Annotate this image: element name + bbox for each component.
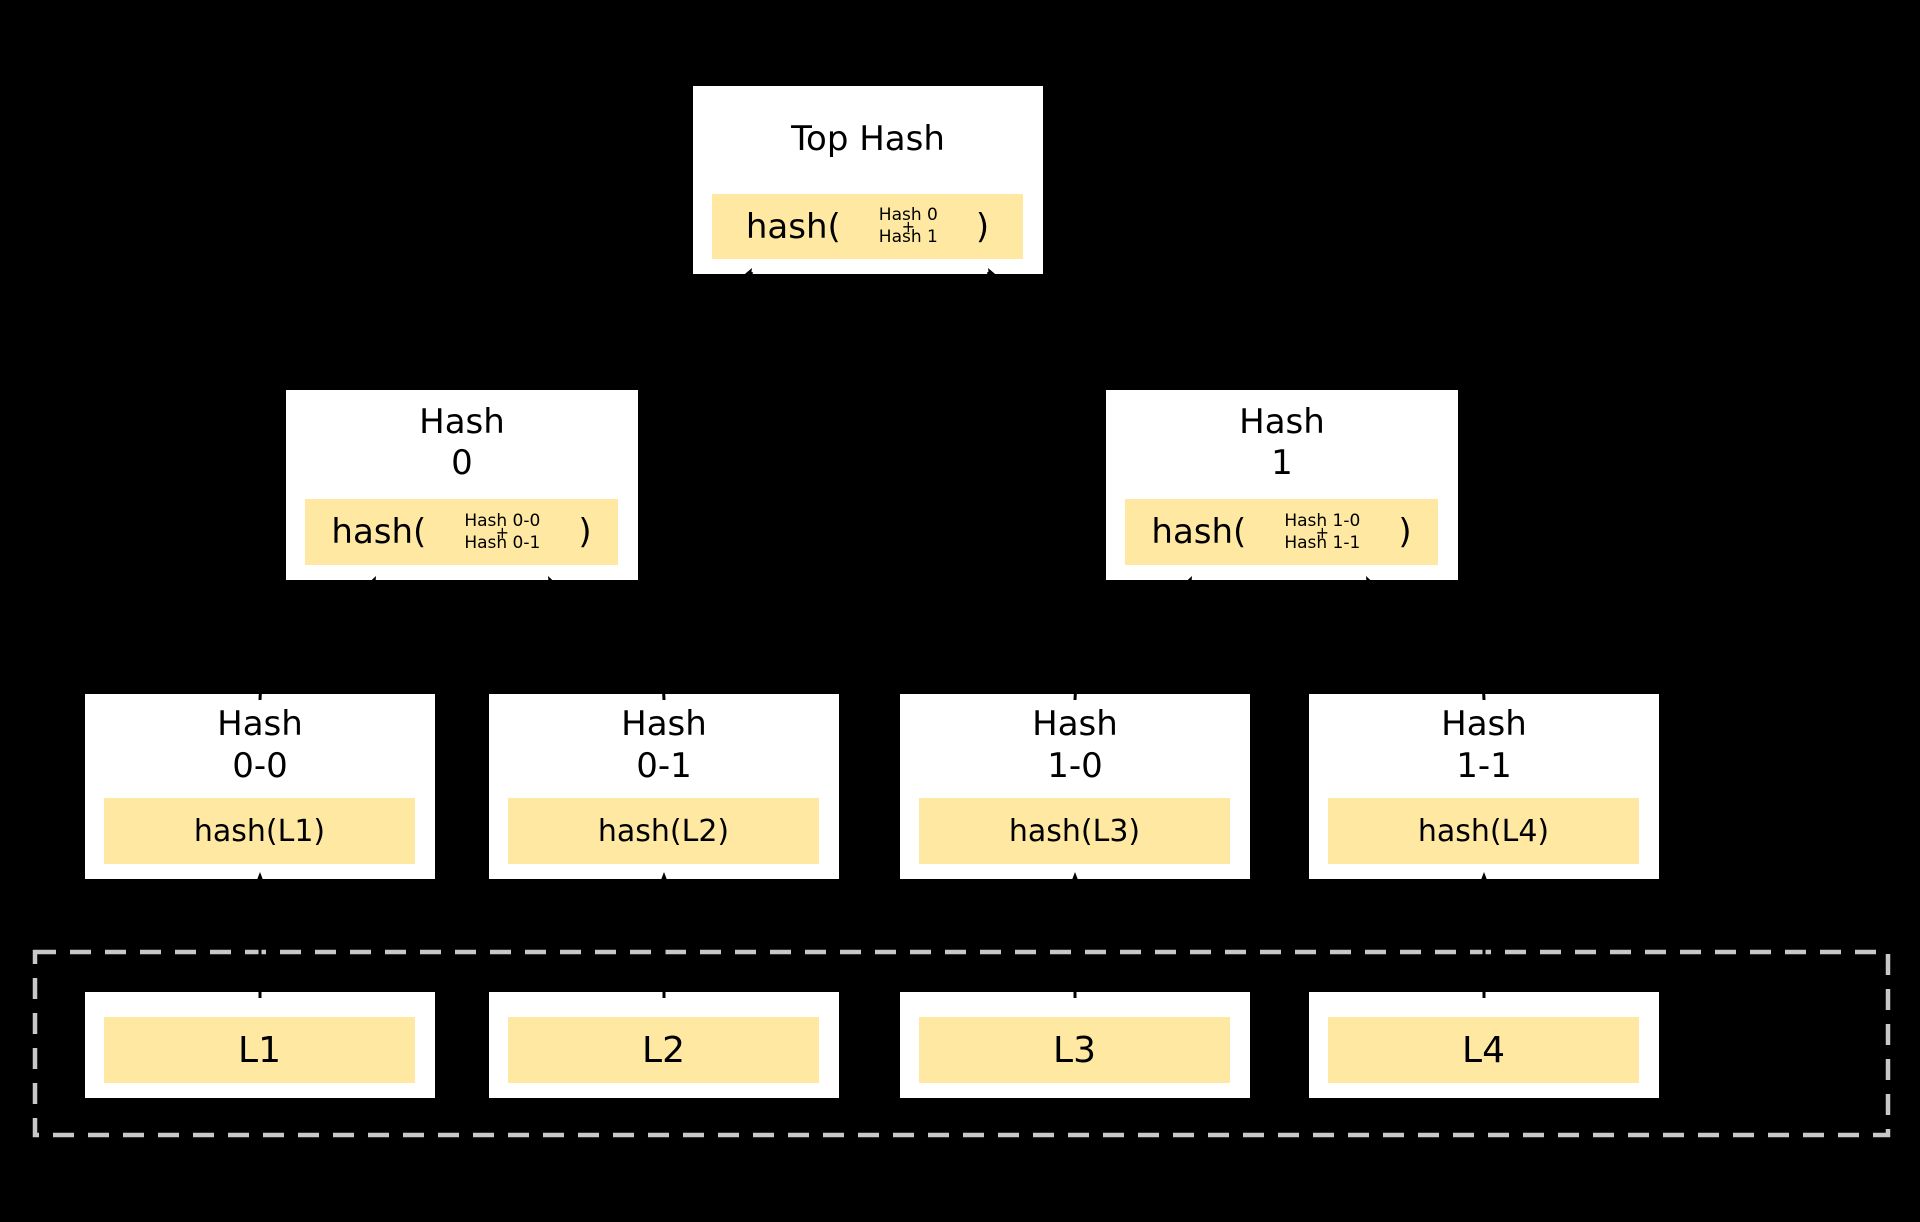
node-title-line2: 1-1 (1456, 745, 1512, 786)
arrow-hash-0-1-to-hash-0 (546, 576, 666, 701)
hash-fn-open: hash( (1151, 512, 1247, 552)
data-block-highlight: L2 (508, 1017, 819, 1083)
node-top-hash: Top Hash hash( Hash 0 + Hash 1 ) (693, 86, 1043, 274)
hash-value: hash(L2) (508, 798, 819, 864)
node-title-line2: 1 (1271, 443, 1293, 483)
hash-args: Hash 1-0 + Hash 1-1 (1284, 510, 1361, 553)
hash-value-text: hash(L1) (193, 813, 326, 849)
node-title-line1: Hash (1032, 704, 1118, 745)
hash-arg-bottom: Hash 0-1 (464, 532, 541, 553)
data-block-highlight: L1 (104, 1017, 415, 1083)
node-title: Hash 1-1 (1309, 694, 1659, 797)
hash-fn-close: ) (1398, 512, 1412, 552)
data-block-label: L2 (642, 1029, 685, 1071)
data-block-l2: L2 (489, 992, 839, 1098)
node-title-line2: 1-0 (1047, 745, 1103, 786)
hash-arg-top: Hash 0-0 (464, 510, 541, 531)
hash-args: Hash 0 + Hash 1 (878, 205, 938, 247)
arrow-l1-to-hash-0-0 (253, 872, 267, 998)
hash-value: hash(L1) (104, 798, 415, 864)
hash-arg-bottom: Hash 1-1 (1284, 532, 1361, 553)
data-block-label: L4 (1462, 1029, 1505, 1071)
plus-operator: + (495, 522, 510, 542)
hash-fn-open: hash( (745, 206, 841, 247)
hash-value: hash(L4) (1328, 798, 1639, 864)
hash-args: Hash 0-0 + Hash 0-1 (464, 510, 541, 553)
data-block-l4: L4 (1309, 992, 1659, 1098)
node-title: Hash 0 (286, 390, 638, 496)
hash-fn-close: ) (975, 206, 990, 247)
node-hash-0: Hash 0 hash( Hash 0-0 + Hash 0-1 ) (286, 390, 638, 580)
node-title: Hash 0-1 (489, 694, 839, 797)
data-block-label: L3 (1053, 1029, 1096, 1071)
node-title: Top Hash (791, 119, 945, 160)
arrow-hash-1-0-to-hash-1 (1073, 576, 1194, 701)
hash-formula: hash( Hash 0 + Hash 1 ) (712, 194, 1023, 259)
arrow-l3-to-hash-1-0 (1068, 872, 1082, 998)
node-title-line1: Hash (217, 704, 303, 745)
plus-operator: + (901, 217, 916, 236)
node-hash-0-1: Hash 0-1 hash(L2) (489, 694, 839, 879)
arrow-l2-to-hash-0-1 (657, 872, 671, 998)
arrow-hash-1-1-to-hash-1 (1364, 576, 1486, 701)
hash-arg-top: Hash 1-0 (1284, 510, 1361, 531)
node-hash-1-0: Hash 1-0 hash(L3) (900, 694, 1250, 879)
node-title: Hash 1 (1106, 390, 1458, 496)
data-block-l3: L3 (900, 992, 1250, 1098)
arrow-l4-to-hash-1-1 (1477, 872, 1491, 998)
hash-arg-top: Hash 0 (878, 205, 938, 225)
node-title-line1: Hash (1239, 401, 1325, 442)
plus-operator: + (1315, 522, 1330, 542)
node-title-line2: 0 (451, 443, 473, 483)
node-title: Hash 1-0 (900, 694, 1250, 797)
hash-formula: hash( Hash 0-0 + Hash 0-1 ) (305, 499, 618, 565)
node-hash-1: Hash 1 hash( Hash 1-0 + Hash 1-1 ) (1106, 390, 1458, 580)
node-title-line2: 0-0 (232, 745, 288, 786)
hash-value-text: hash(L2) (597, 813, 730, 849)
hash-fn-close: ) (578, 512, 592, 552)
arrow-hash-1-to-top-hash (986, 268, 1283, 387)
node-hash-0-0: Hash 0-0 hash(L1) (85, 694, 435, 879)
hash-value: hash(L3) (919, 798, 1230, 864)
data-block-l1: L1 (85, 992, 435, 1098)
hash-arg-bottom: Hash 1 (878, 227, 938, 247)
hash-value-text: hash(L4) (1417, 813, 1550, 849)
node-title-line1: Hash (1441, 704, 1527, 745)
node-title-line2: 0-1 (636, 745, 692, 786)
data-block-label: L1 (238, 1029, 281, 1071)
hash-fn-open: hash( (331, 512, 427, 552)
node-hash-1-1: Hash 1-1 hash(L4) (1309, 694, 1659, 879)
hash-value-text: hash(L3) (1008, 813, 1141, 849)
node-title: Hash 0-0 (85, 694, 435, 797)
arrow-hash-0-to-top-hash (460, 268, 754, 387)
node-title-line1: Hash (621, 704, 707, 745)
arrow-hash-0-0-to-hash-0 (258, 576, 378, 701)
data-block-highlight: L4 (1328, 1017, 1639, 1083)
data-block-highlight: L3 (919, 1017, 1230, 1083)
node-title-line1: Hash (419, 401, 505, 442)
hash-formula: hash( Hash 1-0 + Hash 1-1 ) (1125, 499, 1438, 565)
